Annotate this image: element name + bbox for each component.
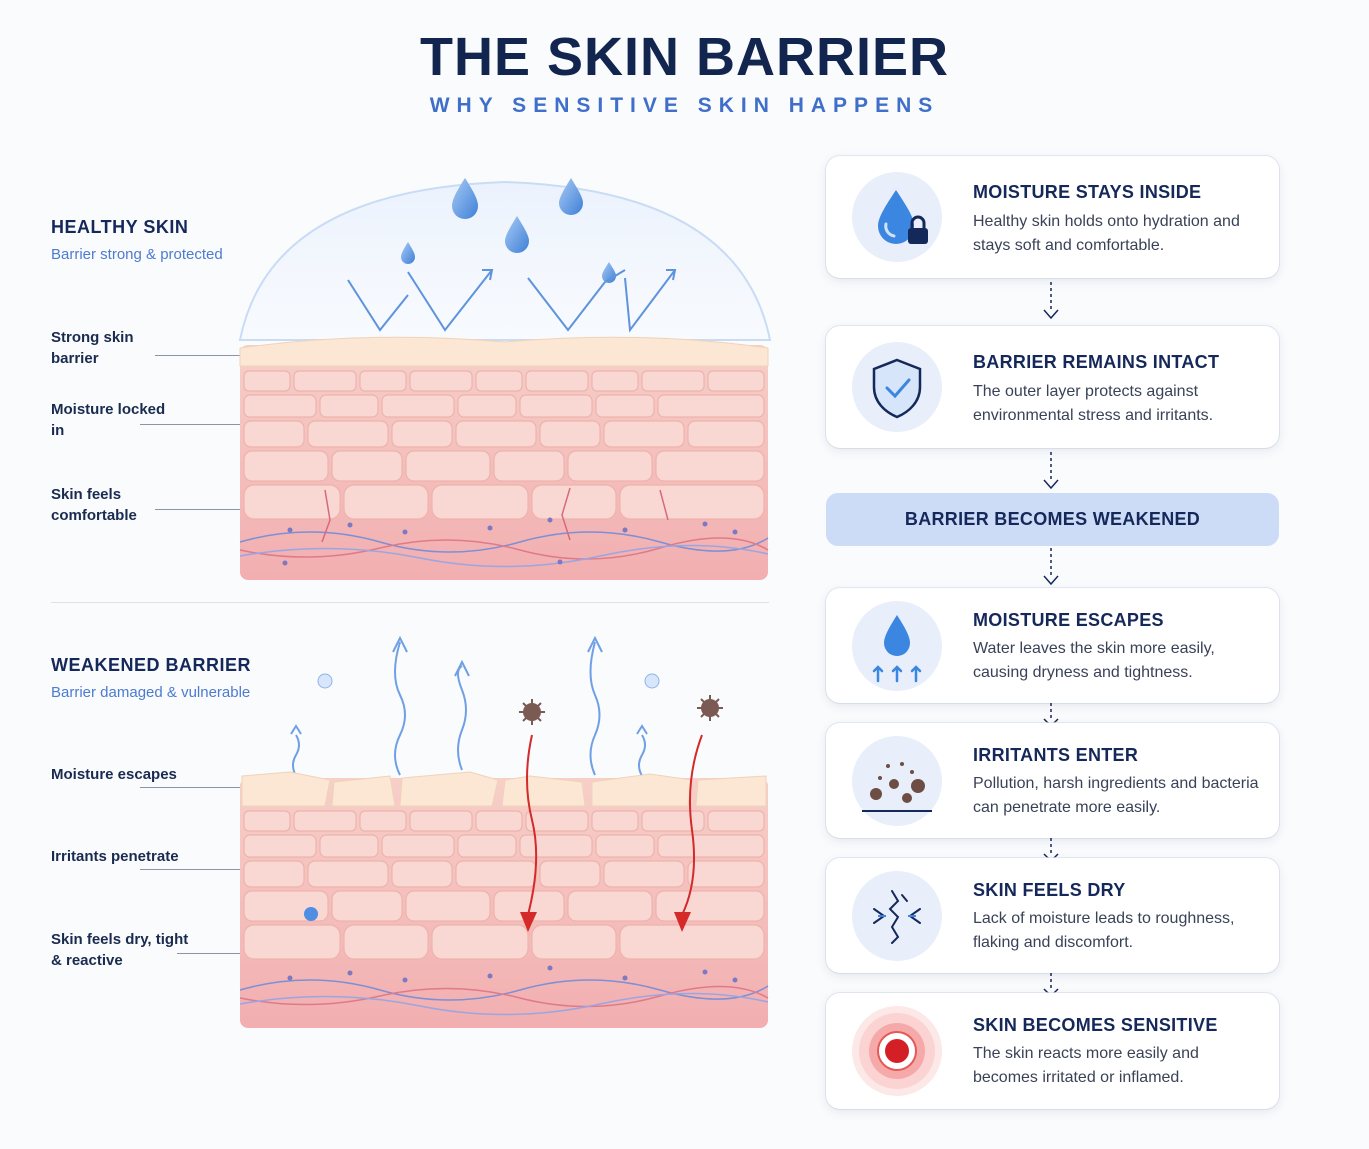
- healthy-skin-illustration: [230, 170, 775, 600]
- particles-icon: [852, 735, 942, 826]
- card-description: Pollution, harsh ingredients and bacteri…: [973, 775, 1259, 816]
- flow-arrow-icon: [1043, 282, 1059, 320]
- label-moisture-escapes: Moisture escapes: [51, 766, 177, 783]
- water-drop-icon: [401, 242, 415, 264]
- moisture-bubble: [644, 673, 660, 689]
- healthy-skin-heading: HEALTHY SKIN: [51, 217, 189, 237]
- cracked-skin-icon: [852, 870, 942, 961]
- moisture-bubble: [304, 907, 318, 921]
- escaping-moisture-arrows: [290, 635, 648, 777]
- flow-arrow-icon: [1043, 548, 1059, 586]
- card-description: Healthy skin holds onto hydration and st…: [973, 213, 1240, 254]
- damaged-skin-block: [239, 771, 769, 1028]
- card-irritants-enter: IRRITANTS ENTER Pollution, harsh ingredi…: [826, 723, 1279, 838]
- arrow-head: [674, 912, 691, 932]
- label-moisture-locked: Moisture locked in: [51, 401, 166, 439]
- card-skin-becomes-sensitive: SKIN BECOMES SENSITIVE The skin reacts m…: [826, 993, 1279, 1109]
- card-moisture-stays-inside: MOISTURE STAYS INSIDE Healthy skin holds…: [826, 156, 1279, 278]
- weakened-barrier-heading: WEAKENED BARRIER: [51, 655, 252, 675]
- moisture-bubble: [317, 673, 333, 689]
- card-description: Lack of moisture leads to roughness, fla…: [973, 910, 1235, 951]
- inflammation-target-icon: [852, 1006, 942, 1096]
- weakened-barrier-subheading: Barrier damaged & vulnerable: [51, 684, 251, 701]
- card-description: Water leaves the skin more easily, causi…: [973, 640, 1215, 681]
- shield-check-icon: [852, 342, 942, 432]
- reflected-arrows: [347, 269, 677, 333]
- water-drop-icon: [452, 178, 478, 219]
- barrier-weakened-banner: BARRIER BECOMES WEAKENED: [826, 493, 1279, 546]
- irritant-penetration-arrows: [526, 734, 703, 916]
- water-drop-icon: [505, 216, 529, 253]
- card-title: BARRIER REMAINS INTACT: [973, 352, 1220, 372]
- card-title: IRRITANTS ENTER: [973, 745, 1139, 765]
- label-irritants-penetrate: Irritants penetrate: [51, 848, 179, 865]
- label-skin-dry-reactive: Skin feels dry, tight & reactive: [51, 931, 189, 969]
- label-strong-barrier: Strong skin barrier: [51, 329, 134, 367]
- weakened-skin-illustration: [230, 630, 775, 1050]
- water-drop-icon: [559, 178, 583, 215]
- card-moisture-escapes: MOISTURE ESCAPES Water leaves the skin m…: [826, 588, 1279, 703]
- arrow-head: [520, 912, 537, 932]
- irritant-particles: [519, 695, 723, 725]
- skin-block: [239, 336, 769, 580]
- card-description: The skin reacts more easily and becomes …: [973, 1045, 1199, 1086]
- protective-dome: [238, 180, 772, 341]
- card-barrier-remains-intact: BARRIER REMAINS INTACT The outer layer p…: [826, 326, 1279, 448]
- section-divider: [51, 602, 769, 603]
- healthy-skin-subheading: Barrier strong & protected: [51, 246, 223, 263]
- card-title: MOISTURE ESCAPES: [973, 610, 1164, 630]
- card-title: SKIN FEELS DRY: [973, 880, 1126, 900]
- card-title: MOISTURE STAYS INSIDE: [973, 182, 1202, 202]
- droplet-evaporating-icon: [852, 600, 942, 691]
- page-subtitle: WHY SENSITIVE SKIN HAPPENS: [429, 94, 940, 117]
- page-title: THE SKIN BARRIER: [419, 27, 950, 87]
- card-title: SKIN BECOMES SENSITIVE: [973, 1015, 1218, 1035]
- flow-arrow-icon: [1043, 452, 1059, 490]
- droplet-lock-icon: [852, 172, 942, 262]
- card-description: The outer layer protects against environ…: [973, 383, 1214, 424]
- card-skin-feels-dry: SKIN FEELS DRY Lack of moisture leads to…: [826, 858, 1279, 973]
- label-skin-comfortable: Skin feels comfortable: [51, 486, 137, 524]
